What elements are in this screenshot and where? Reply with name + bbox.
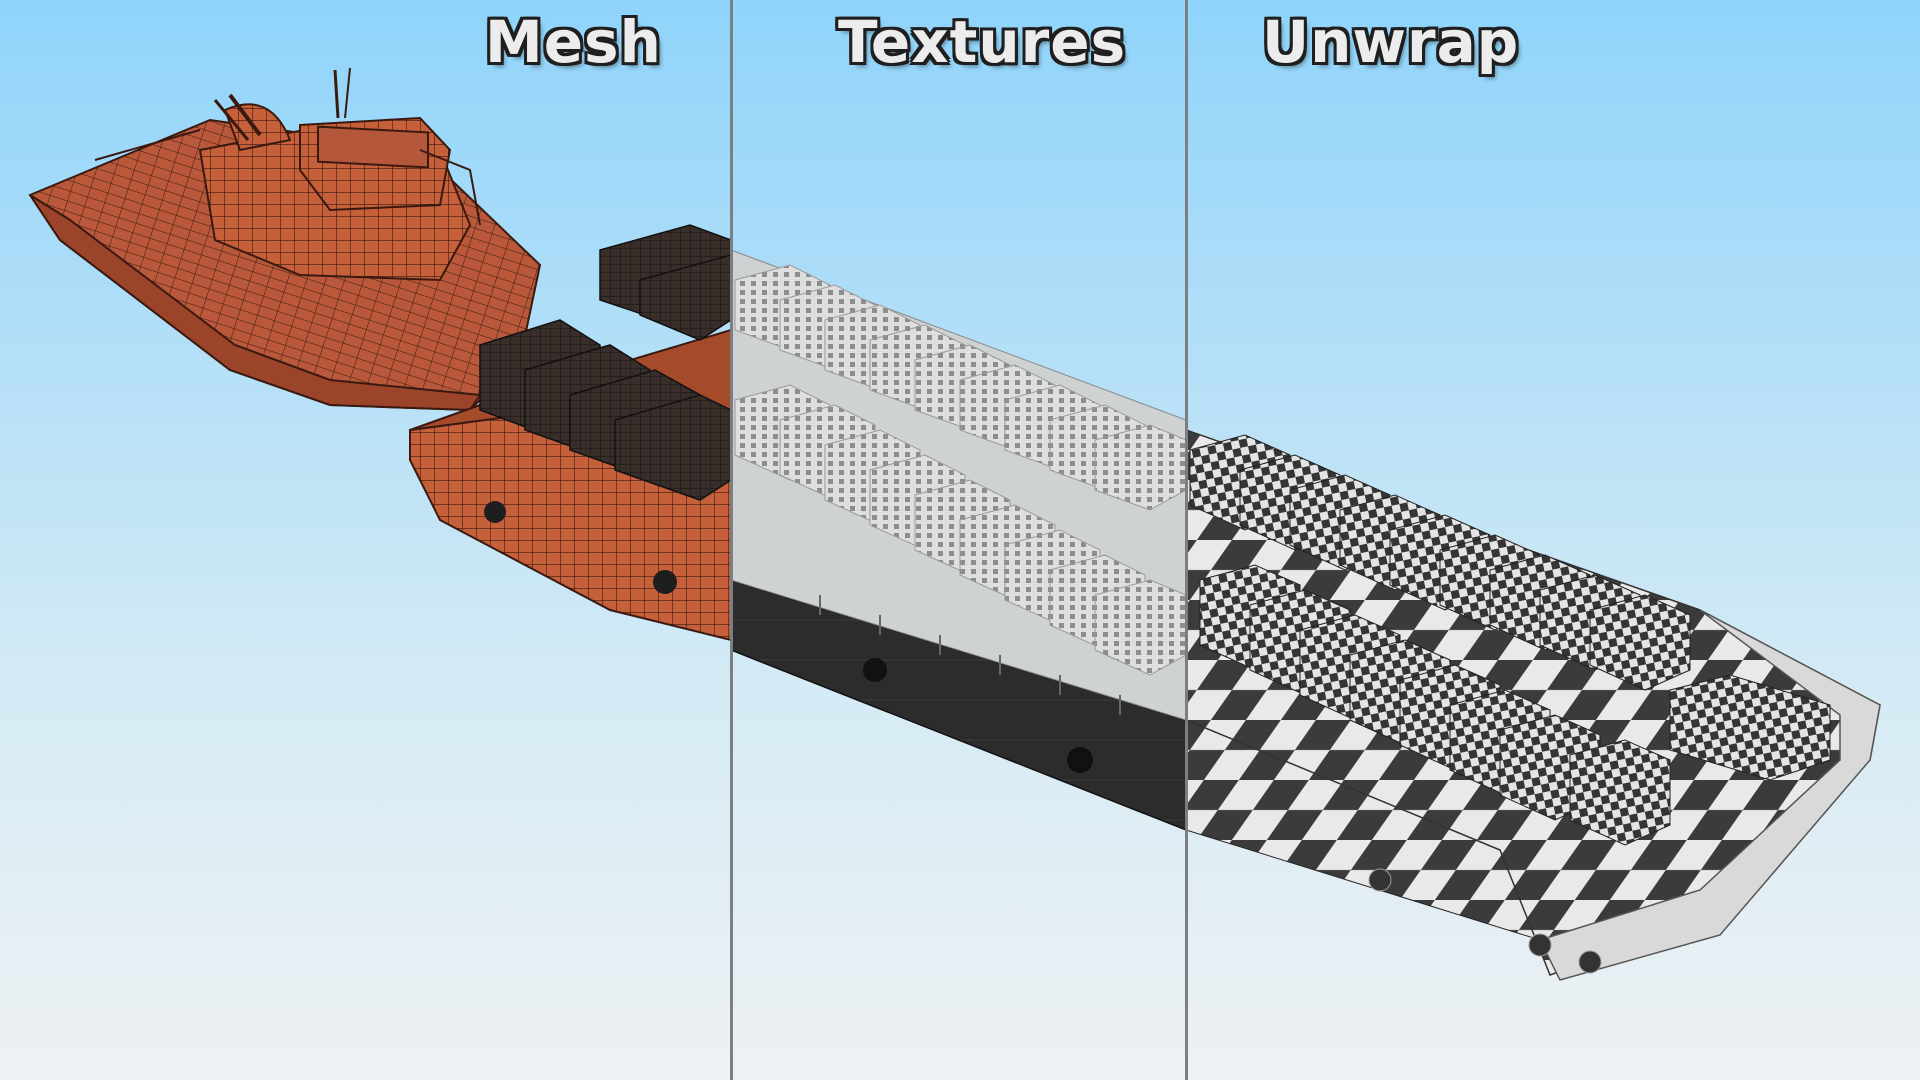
mesh-cargo-blocks	[479, 224, 731, 501]
mesh-label: Mesh	[485, 8, 662, 76]
divider-mesh-textures	[730, 0, 733, 1080]
textures-label: Textures	[838, 8, 1127, 76]
barge-wireframe-section	[409, 224, 731, 642]
unwrap-panel-render	[1186, 429, 1881, 981]
unwrap-label: Unwrap	[1262, 8, 1520, 76]
textures-panel-render	[731, 249, 1186, 831]
tugboat-wireframe	[28, 67, 542, 412]
unwrapped-cargo-blocks	[1189, 434, 1831, 846]
textured-cargo-blocks	[734, 264, 1186, 676]
divider-textures-unwrap	[1185, 0, 1188, 1080]
mesh-panel-render	[28, 67, 731, 642]
